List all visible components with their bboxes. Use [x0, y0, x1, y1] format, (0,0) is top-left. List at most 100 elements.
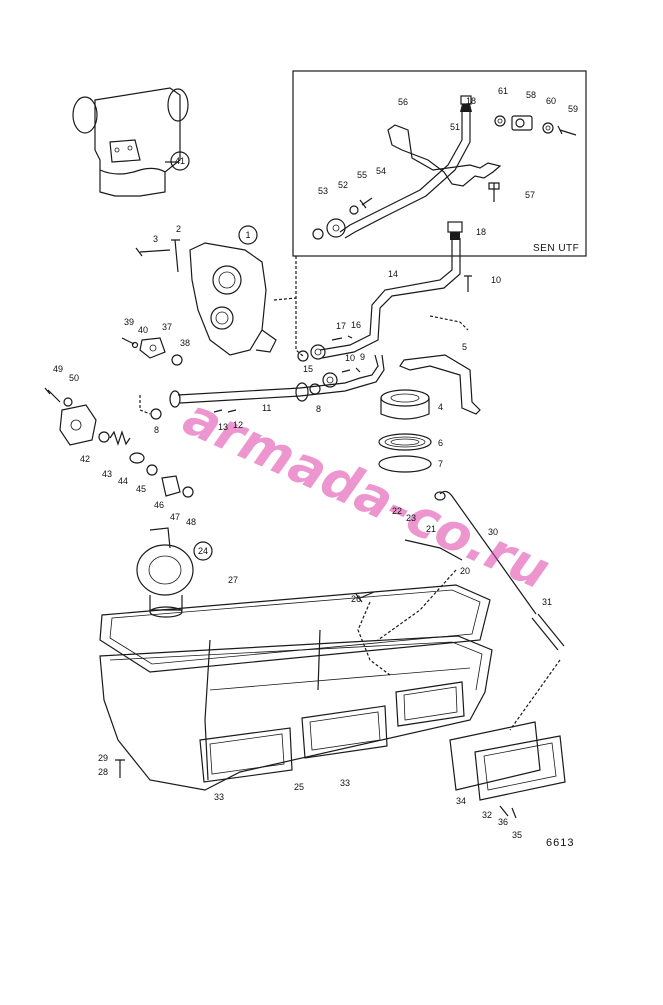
flange-part-37: [139, 337, 166, 359]
clamp-part-58: [511, 115, 533, 131]
callout-label-18b: 18: [476, 227, 486, 237]
gear-housing-part-1: [189, 242, 277, 356]
callout-label-47: 47: [170, 512, 180, 522]
callout-label-58: 58: [526, 90, 536, 100]
callout-label-6: 6: [438, 438, 443, 448]
callout-label-40: 40: [138, 325, 148, 335]
callout-label-50: 50: [69, 373, 79, 383]
callout-label-54: 54: [376, 166, 386, 176]
callout-label-4: 4: [438, 402, 443, 412]
figure-number: 6613: [546, 837, 574, 849]
callout-ring-1: [238, 225, 258, 245]
dipstick-tube-part-31: [531, 613, 565, 651]
spring-part-44: [109, 430, 131, 446]
callout-label-37: 37: [162, 322, 172, 332]
callout-label-9: 9: [360, 352, 365, 362]
callout-label-57: 57: [525, 190, 535, 200]
callout-label-23: 23: [406, 513, 416, 523]
callout-label-17: 17: [336, 321, 346, 331]
o-ring-part-38: [171, 354, 183, 366]
callout-label-60: 60: [546, 96, 556, 106]
screen-part-6: [378, 433, 432, 451]
bracket-part-56: [387, 124, 502, 187]
callout-label-10: 10: [345, 353, 355, 363]
oil-sump-part-25: [99, 629, 493, 791]
bracket-part-5: [399, 354, 481, 415]
banjo-bolt-part-18-lower: [447, 221, 463, 240]
callout-label-10b: 10: [491, 275, 501, 285]
washer-part-50: [63, 397, 73, 407]
callout-label-7: 7: [438, 459, 443, 469]
gasket-part-34: [449, 721, 541, 791]
callout-label-18a: 18: [466, 96, 476, 106]
callout-label-45: 45: [136, 484, 146, 494]
pressure-pipe-part-14: [319, 238, 461, 359]
callout-label-14: 14: [388, 269, 398, 279]
callout-ring-41: [170, 151, 190, 171]
valve-housing-part-42: [59, 404, 97, 446]
dipstick-part-30: [434, 490, 537, 615]
bolts-part-12-13: [213, 409, 237, 413]
pipe-part-20: [404, 539, 463, 561]
bolt-part-28-29: [115, 759, 125, 778]
flange-part-8-right: [322, 372, 338, 388]
cover-plate-part-33-far: [395, 681, 465, 727]
link-part-2: [171, 239, 180, 273]
callout-label-51: 51: [450, 122, 460, 132]
callout-label-15: 15: [303, 364, 313, 374]
bolt-part-59: [557, 125, 577, 136]
o-ring-part-15b: [297, 350, 309, 362]
callout-label-33b: 33: [340, 778, 350, 788]
cover-part-32: [474, 735, 566, 801]
callout-label-42: 42: [80, 454, 90, 464]
bolt-part-39: [121, 337, 135, 345]
callout-label-43: 43: [102, 469, 112, 479]
o-ring-part-8-left: [150, 408, 162, 420]
spacer-part-52: [326, 218, 346, 238]
callout-label-53: 53: [318, 186, 328, 196]
callout-label-44: 44: [118, 476, 128, 486]
washer-part-40: [131, 341, 139, 349]
bolt-part-10-upper: [464, 275, 472, 292]
callout-label-34: 34: [456, 796, 466, 806]
nut-part-61: [494, 115, 506, 127]
washer-part-53: [312, 228, 324, 240]
callout-label-8b: 8: [316, 404, 321, 414]
cover-plate-part-33-right: [301, 705, 388, 759]
callout-label-36: 36: [498, 817, 508, 827]
callout-label-21: 21: [426, 524, 436, 534]
callout-label-30: 30: [488, 527, 498, 537]
washer-part-48: [182, 486, 194, 498]
callout-label-46: 46: [154, 500, 164, 510]
callout-label-56: 56: [398, 97, 408, 107]
scavenge-pump-part-24: [136, 527, 194, 618]
ring-part-7: [378, 455, 432, 473]
callout-label-20: 20: [460, 566, 470, 576]
callout-label-48: 48: [186, 517, 196, 527]
callout-label-26: 26: [351, 594, 361, 604]
callout-label-12: 12: [233, 420, 243, 430]
callout-label-32: 32: [482, 810, 492, 820]
bolt-part-49: [44, 387, 61, 403]
bolt-part-3: [135, 247, 171, 257]
callout-label-24: 24: [198, 546, 208, 556]
oil-pump-part-41: [72, 87, 189, 197]
callout-labels: 4112423456788910101112131415161718182021…: [53, 86, 578, 840]
callout-label-13: 13: [218, 422, 228, 432]
callout-label-25: 25: [294, 782, 304, 792]
callout-label-8a: 8: [154, 425, 159, 435]
o-ring-part-8-right: [309, 383, 321, 395]
callout-label-31: 31: [542, 597, 552, 607]
callout-label-49: 49: [53, 364, 63, 374]
plug-part-43: [98, 431, 110, 443]
bolts-part-9-10: [341, 367, 361, 373]
callout-label-29: 29: [98, 753, 108, 763]
seat-part-46: [146, 464, 158, 476]
bolt-part-54: [359, 197, 373, 209]
callout-label-41: 41: [175, 156, 185, 166]
washer-part-55: [349, 205, 359, 215]
suction-pipe-part-11: [169, 354, 385, 408]
callout-label-16: 16: [351, 320, 361, 330]
